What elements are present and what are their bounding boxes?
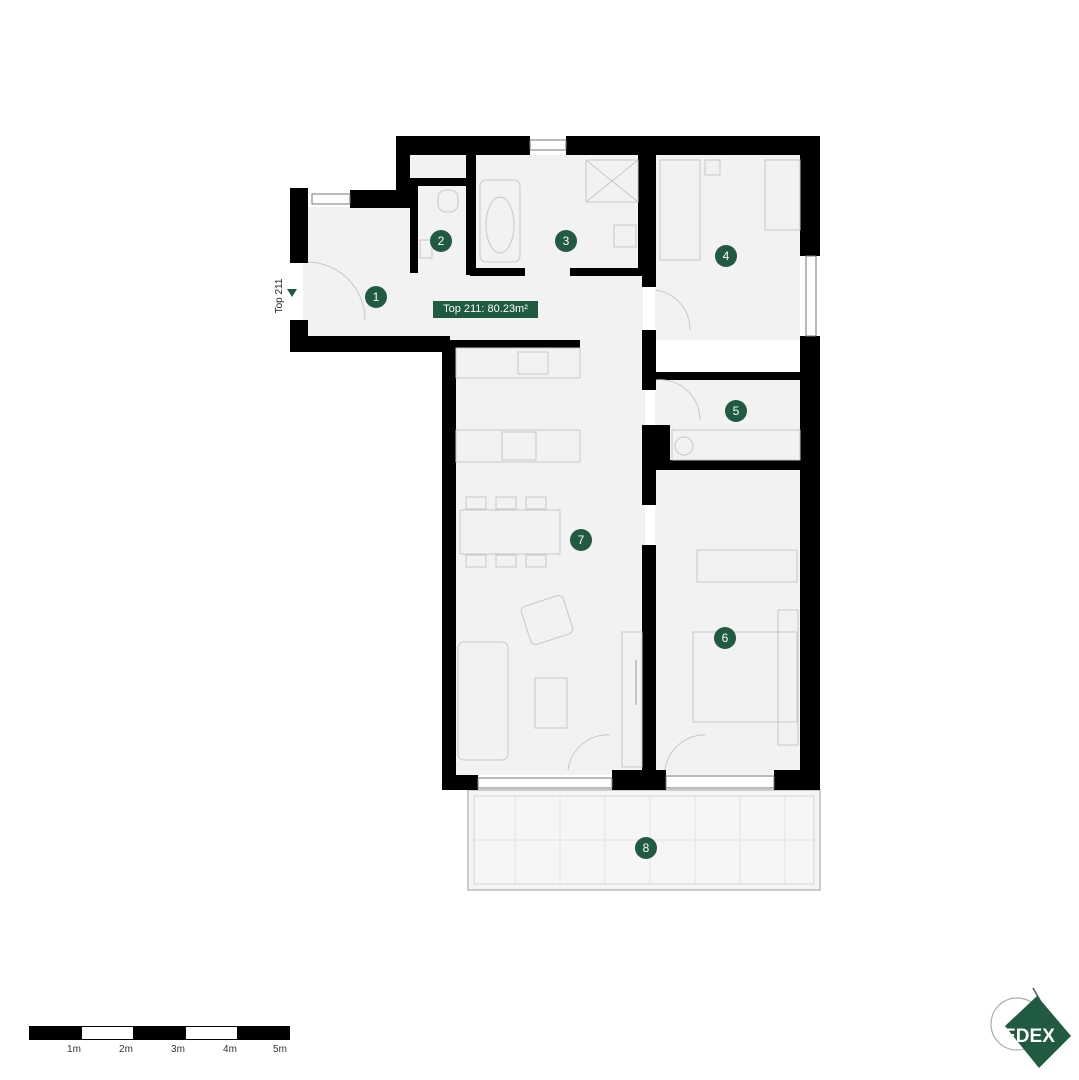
room-number: 5 xyxy=(733,404,740,418)
floor-fill xyxy=(303,155,800,775)
room-badge-2: 2 xyxy=(430,230,452,252)
scale-tick-label: 4m xyxy=(223,1044,237,1055)
edex-logo: EDEX xyxy=(990,987,1071,1068)
logo-text: EDEX xyxy=(1003,1026,1055,1047)
room-number: 2 xyxy=(438,234,445,248)
scale-segment xyxy=(185,1026,238,1040)
scale-bar: 1m 2m 3m 4m 5m xyxy=(29,1026,291,1056)
scale-segment xyxy=(237,1026,290,1040)
room-number: 1 xyxy=(373,290,380,304)
walls xyxy=(290,136,820,790)
scale-segment xyxy=(133,1026,186,1040)
scale-tick-label: 5m xyxy=(273,1044,287,1055)
unit-area-label: Top 211: 80.23m² xyxy=(443,303,528,315)
room-badge-1: 1 xyxy=(365,286,387,308)
scale-segment xyxy=(29,1026,82,1040)
room-number: 8 xyxy=(643,841,650,855)
room-badge-6: 6 xyxy=(714,627,736,649)
entrance-arrow-icon xyxy=(287,289,297,297)
room-number: 6 xyxy=(722,631,729,645)
windows xyxy=(311,139,817,789)
scale-tick-label: 2m xyxy=(119,1044,133,1055)
room-badge-7: 7 xyxy=(570,529,592,551)
room-badge-3: 3 xyxy=(555,230,577,252)
scale-tick-label: 3m xyxy=(171,1044,185,1055)
room-number: 4 xyxy=(723,249,730,263)
room-badge-4: 4 xyxy=(715,245,737,267)
room-badge-5: 5 xyxy=(725,400,747,422)
scale-tick-label: 1m xyxy=(67,1044,81,1055)
fixtures xyxy=(307,159,801,771)
room-badges: 1 2 3 4 5 6 7 8 xyxy=(365,230,747,859)
unit-label-bg xyxy=(433,301,538,318)
scale-segment xyxy=(81,1026,134,1040)
room-badge-8: 8 xyxy=(635,837,657,859)
entrance-label: Top 211 xyxy=(274,278,285,314)
room-number: 7 xyxy=(578,533,585,547)
room-number: 3 xyxy=(563,234,570,248)
